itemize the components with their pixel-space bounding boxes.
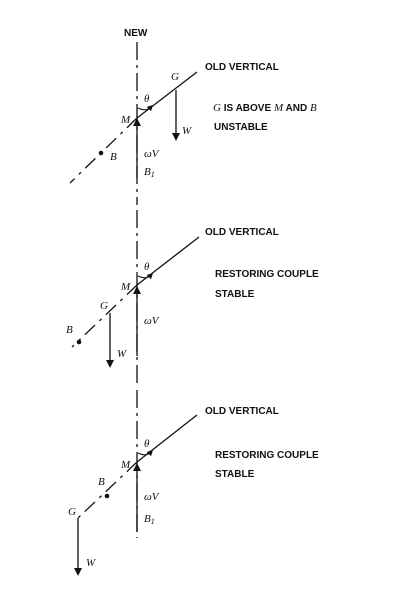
old-vertical-lower — [71, 284, 138, 348]
center-of-gravity-label: G — [100, 300, 108, 312]
metacenter-label: M — [120, 114, 131, 126]
weight-label: W — [182, 125, 192, 137]
metacenter-label: M — [120, 459, 131, 471]
panel-stable-1: OLD VERTICAL θ M G W ωV B RESTORING COUP… — [66, 210, 319, 388]
theta-arc — [137, 449, 154, 457]
buoyancy-label: ωV — [144, 148, 160, 160]
theta-label: θ — [144, 438, 150, 450]
panel-stable-2: OLD VERTICAL θ M B ωV B1 G W RESTORING C… — [68, 390, 319, 576]
buoyancy-center-label: B — [110, 151, 117, 163]
buoyancy-center-label: B — [98, 476, 105, 488]
buoyancy-center-point — [98, 150, 104, 156]
new-vertical-label: NEW — [124, 28, 148, 39]
weight-label: W — [86, 557, 96, 569]
panel-unstable: NEW OLD VERTICAL θ M G W ωV B1 B G IS AB… — [69, 28, 317, 205]
old-vertical-lower — [77, 461, 138, 519]
theta-arc — [137, 272, 154, 280]
caption-status: STABLE — [215, 469, 255, 480]
caption-condition: RESTORING COUPLE — [215, 269, 319, 280]
caption-condition: RESTORING COUPLE — [215, 450, 319, 461]
caption-status: UNSTABLE — [214, 122, 268, 133]
caption-status: STABLE — [215, 289, 255, 300]
buoyancy-center-point — [104, 493, 110, 499]
caption-condition: G IS ABOVE M AND B — [213, 102, 317, 114]
theta-arc — [137, 104, 154, 112]
buoyancy-center-label: B — [66, 324, 73, 336]
buoyancy-label: ωV — [144, 491, 160, 503]
old-vertical-label: OLD VERTICAL — [205, 62, 279, 73]
weight-label: W — [117, 348, 127, 360]
buoyancy-center-point — [76, 339, 82, 345]
center-of-gravity-label: G — [68, 506, 76, 518]
old-vertical-label: OLD VERTICAL — [205, 406, 279, 417]
metacenter-label: M — [120, 281, 131, 293]
buoyancy-label: ωV — [144, 315, 160, 327]
theta-label: θ — [144, 93, 150, 105]
new-buoyancy-center-label: B1 — [144, 166, 155, 179]
theta-label: θ — [144, 261, 150, 273]
center-of-gravity-label: G — [171, 71, 179, 83]
old-vertical-label: OLD VERTICAL — [205, 227, 279, 238]
old-vertical-lower — [69, 117, 138, 184]
new-buoyancy-center-label: B1 — [144, 513, 155, 526]
